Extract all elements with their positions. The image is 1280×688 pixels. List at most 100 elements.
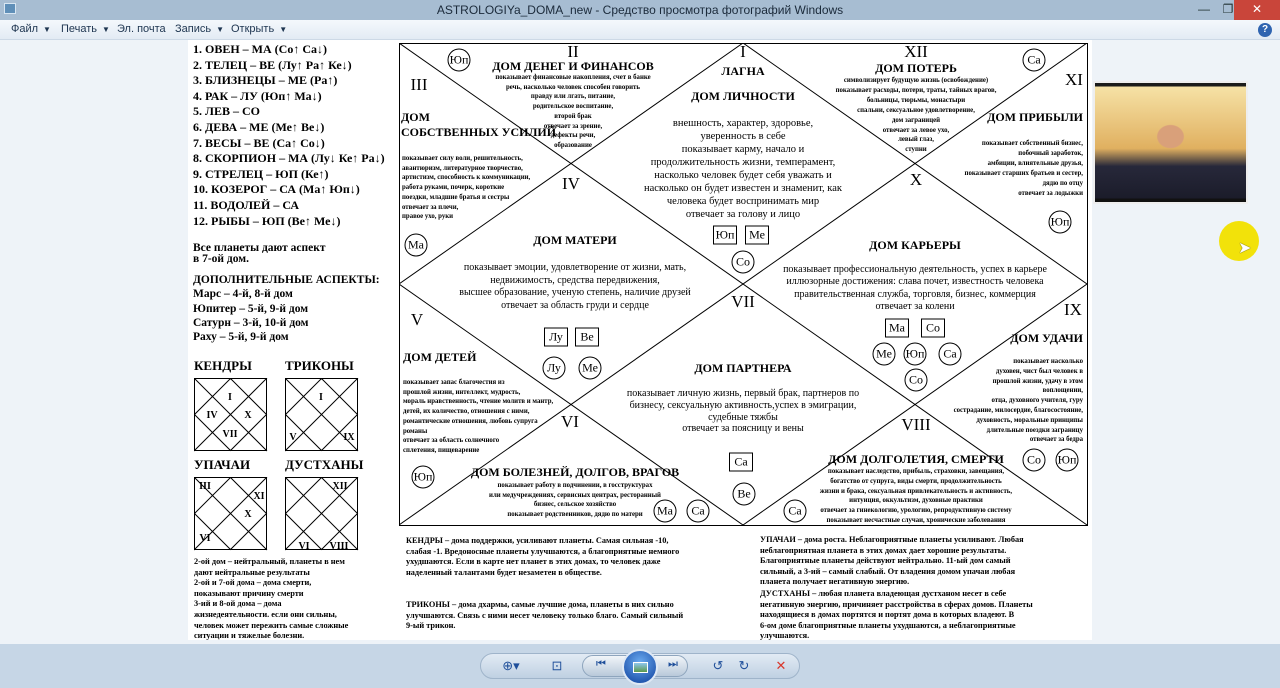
menu-print[interactable]: Печать▼	[61, 23, 110, 35]
house-numeral: IX	[1064, 300, 1082, 319]
planet-circle: Юп	[1055, 448, 1079, 472]
minimize-button[interactable]: —	[1198, 2, 1210, 16]
planet-circle: Ве	[732, 482, 756, 506]
note-line: ухудшаются. Если в карте нет планет в эт…	[406, 557, 661, 567]
house-description-line: левый глаз,	[898, 136, 934, 144]
slideshow-button[interactable]	[622, 649, 658, 685]
actual-size-button[interactable]: ⊡	[551, 658, 563, 673]
note-line: дают нейтральные результаты	[194, 567, 310, 577]
maximize-button[interactable]: ❐	[1222, 2, 1234, 16]
house-description-line: насколько человек будет себя уважать и	[654, 170, 832, 181]
zodiac-sign-item: 1. ОВЕН – МА (Со↑ Са↓)	[193, 42, 327, 56]
mini-chart-title: ДУСТХАНЫ	[285, 457, 364, 472]
house-description-line: отвечает за лодыжки	[1018, 189, 1083, 197]
house-title-line: ДОМ ПАРТНЕРА	[694, 361, 792, 375]
dusthany-note: ДУСТХАНЫ – любая планета владеющая дустх…	[760, 589, 1033, 642]
house-title-line: ДОМ ПРИБЫЛИ	[987, 110, 1083, 124]
house-description-line: недвижимость, средства передвижения,	[490, 274, 660, 286]
menu-burn[interactable]: Запись▼	[175, 23, 224, 35]
chevron-down-icon: ▼	[279, 25, 288, 34]
aspect-note-line: в 7-ой дом.	[193, 253, 249, 265]
planet-circle: Юп	[447, 48, 471, 72]
menu-burn-label: Запись	[175, 23, 212, 35]
cursor-highlight	[1219, 221, 1259, 261]
mini-chart-label: IX	[343, 432, 355, 443]
house-description-line: духовен, чист был человек в	[995, 367, 1083, 375]
house-description: внешность, характер, здоровье,уверенност…	[623, 117, 863, 221]
note-line: ДУСТХАНЫ – любая планета владеющая дустх…	[760, 589, 1007, 598]
planet-box: Лу	[544, 327, 568, 347]
planet-box: Ма	[885, 318, 909, 338]
zodiac-signs-list: 1. ОВЕН – МА (Со↑ Са↓)2. ТЕЛЕЦ – ВЕ (Лу↑…	[193, 42, 385, 229]
mouse-cursor-icon: ➤	[1238, 240, 1252, 257]
house-description-line: родительское воспитание,	[532, 103, 614, 111]
house-description-line: показывает расходы, потери, траты, тайны…	[835, 86, 997, 94]
planet-circle: Са	[686, 499, 710, 523]
note-line: ТРИКОНЫ – дома дхармы, самые лучшие дома…	[406, 600, 674, 609]
house-description-line: отвечает за область солнечного	[403, 437, 500, 445]
aspect-note-line: Все планеты дают аспект	[193, 242, 326, 254]
zodiac-sign-item: 4. РАК – ЛУ (Юп↑ Ма↓)	[193, 88, 322, 103]
mini-chart-label: IV	[206, 410, 218, 421]
house-numeral: I	[740, 42, 746, 61]
extra-aspect-item: Сатурн – 3-й, 10-й дом	[193, 316, 309, 329]
house-description-line: авантюризм, литературное творчество,	[402, 164, 523, 172]
menu-file[interactable]: Файл▼	[11, 23, 51, 35]
house-description-line: сплетения, пищеварение	[403, 446, 480, 454]
house-description-line: бизнес, сельское хозяйство	[533, 501, 617, 509]
menu-open-label: Открыть	[231, 23, 275, 35]
house-description-line: судебные тяжбы	[708, 411, 778, 423]
rotate-right-button[interactable]: ↻	[738, 658, 750, 673]
close-button[interactable]: ✕	[1234, 0, 1280, 20]
menu-email-label: Эл. почта	[117, 23, 166, 35]
house-description-line: ступни	[905, 146, 927, 154]
rotate-left-button[interactable]: ↺	[712, 658, 724, 673]
menu-open[interactable]: Открыть ▼	[231, 23, 287, 35]
zodiac-sign-item: 8. СКОРПИОН – МА (Лу↓ Ке↑ Ра↓)	[193, 151, 385, 166]
house-description-line: показывает наследство, прибыль, страховк…	[827, 468, 1005, 475]
mini-chart-label: X	[244, 509, 252, 520]
house-numeral: VI	[561, 412, 579, 431]
planet-circle: Ма	[653, 499, 677, 523]
help-icon[interactable]: ?	[1258, 23, 1272, 37]
house-description-line: второй брак	[554, 112, 592, 120]
house-description: показывает финансовые накопления, счет в…	[470, 73, 676, 151]
house-title-line: ДОМ УДАЧИ	[1010, 331, 1083, 345]
house-description-line: отвечает за голову и лицо	[685, 209, 801, 220]
house-description-line: духовность, моральные принципы	[976, 416, 1083, 424]
house-description-line: показывает профессиональную деятельность…	[783, 264, 1047, 275]
house-title: ДОМ ДОЛГОЛЕТИЯ, СМЕРТИ	[806, 452, 1026, 467]
menu-email[interactable]: Эл. почта	[117, 23, 166, 35]
house-title: ДОМ МАТЕРИ	[440, 233, 710, 248]
webcam-video	[1095, 83, 1246, 202]
previous-button[interactable]: ⏮	[596, 658, 606, 670]
window-title: ASTROLOGIYa_DOMA_new - Средство просмотр…	[436, 3, 844, 17]
delete-button[interactable]: ✕	[775, 658, 787, 673]
extra-aspect-item: Юпитер – 5-й, 9-й дом	[193, 302, 309, 315]
house-description-line: прошлой жизни, удачу в этом	[992, 377, 1083, 385]
house-title-line: СОБСТВЕННЫХ УСИЛИЙ	[401, 125, 557, 139]
house-description-line: поездки, младшие братья и сестры	[402, 193, 510, 201]
house-description-line: или медучреждениях, сервисных центрах, р…	[489, 491, 661, 499]
mini-chart-title: ТРИКОНЫ	[285, 358, 354, 373]
house-description-line: воплощении,	[1042, 387, 1083, 395]
note-line: сильный, а 3-ий – самый слабый. От владе…	[760, 566, 1016, 576]
note-line: КЕНДРЫ – дома поддержки, усиливают плане…	[406, 536, 669, 545]
house-description-line: отвечает за область груди и сердце	[501, 299, 649, 311]
house-description-line: показывает старших братьев и сестер,	[964, 169, 1083, 177]
note-line: ситуации и тяжелые болезни.	[194, 631, 305, 641]
note-line: Благоприятные планеты действуют нейтраль…	[760, 556, 1011, 566]
title-bar: ASTROLOGIYa_DOMA_new - Средство просмотр…	[0, 0, 1280, 20]
house-description-line: дефекты речи,	[550, 132, 596, 140]
zoom-button[interactable]: ⊕▾	[502, 658, 520, 673]
house-description-line: работа руками, почерк, короткие	[402, 184, 505, 192]
next-button[interactable]: ⏭	[668, 658, 678, 670]
house-title: ДОМ КАРЬЕРЫ	[760, 238, 1070, 253]
planet-circle: Со	[731, 250, 755, 274]
house-description-line: отвечает за колени	[875, 300, 955, 312]
house-description-line: показывает финансовые накопления, счет в…	[495, 74, 651, 81]
app-icon[interactable]	[4, 3, 16, 14]
